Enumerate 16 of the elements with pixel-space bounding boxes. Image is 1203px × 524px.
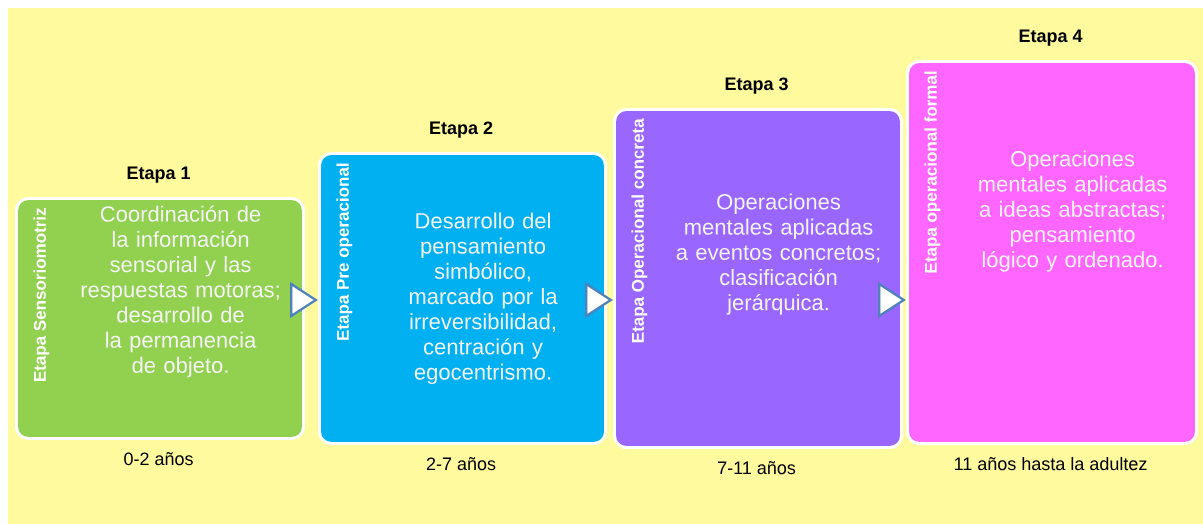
age-label: 0-2 años (124, 452, 193, 466)
stage-heading: Etapa 4 (1019, 29, 1083, 46)
description-text: Coordinación de la información sensorial y las respuestas motoras; desarrollo de la permanencia de objeto. (81, 205, 279, 378)
stage-heading: Etapa 2 (430, 121, 493, 138)
stage-label: Etapa Pre operacional (336, 163, 353, 340)
description-text: Desarrollo del pensamiento simbólico, marcado por la irreversibilidad, centración y egocentrismo. (409, 212, 558, 385)
stage-label: Etapa Operacional concreta (631, 118, 648, 343)
stage-label: Etapa Sensoriomotriz (33, 208, 50, 382)
stage-heading: Etapa 3 (725, 77, 788, 94)
age-label: 2-7 años (426, 457, 496, 471)
description-text: Operaciones mentales aplicadas a eventos concretos; clasificación jerárquica. (676, 193, 880, 315)
stage-heading: Etapa 1 (127, 166, 190, 183)
age-label: 7-11 años (718, 461, 796, 475)
age-label: 11 años hasta la adultez (955, 456, 1147, 471)
stage-label: Etapa operacional formal (924, 71, 941, 273)
description-text: Operaciones mentales aplicadas a ideas abstractas; pensamiento lógico y ordenado. (979, 150, 1167, 272)
